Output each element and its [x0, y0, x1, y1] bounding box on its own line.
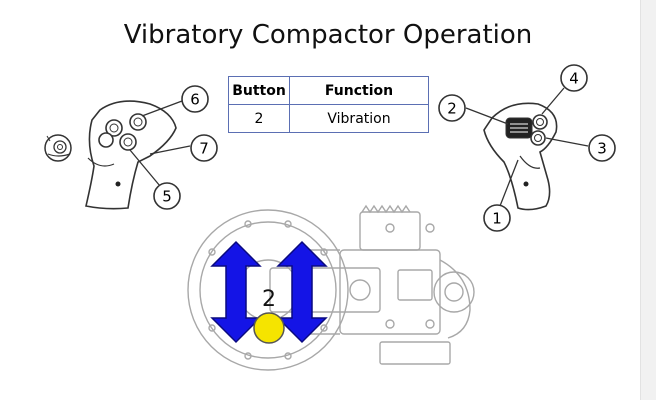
column-header-function: Function [289, 76, 429, 105]
svg-text:6: 6 [190, 91, 200, 109]
table-header-row: Button Function [228, 76, 429, 105]
vibration-arrow-left [210, 240, 262, 344]
vibration-arrow-right [276, 240, 328, 344]
function-table: Button Function 2 Vibration [228, 76, 429, 133]
table-cell-function: Vibration [289, 104, 429, 133]
table-row: 2 Vibration [228, 104, 429, 133]
callout-6: 6 [181, 85, 209, 113]
column-header-button: Button [228, 76, 290, 105]
svg-text:1: 1 [492, 210, 502, 228]
callout-2: 2 [438, 94, 466, 122]
scrollbar-track[interactable] [640, 0, 656, 400]
callout-5: 5 [153, 182, 181, 210]
callout-1: 1 [483, 204, 511, 232]
yellow-indicator-dot [253, 312, 285, 344]
svg-text:4: 4 [569, 70, 579, 88]
slide-title: Vibratory Compactor Operation [123, 20, 533, 50]
compactor-button-label: 2 [262, 287, 276, 312]
callout-7: 7 [190, 134, 218, 162]
snail-icon [44, 134, 72, 162]
left-joystick-buttons [98, 113, 147, 151]
table-cell-button: 2 [228, 104, 290, 133]
compactor-drum-outline [187, 204, 475, 371]
svg-text:5: 5 [162, 188, 172, 206]
svg-text:7: 7 [199, 140, 209, 158]
callout-4: 4 [560, 64, 588, 92]
svg-text:3: 3 [597, 140, 607, 158]
right-joystick-buttons [505, 114, 548, 146]
callout-3: 3 [588, 134, 616, 162]
svg-text:2: 2 [447, 100, 457, 118]
